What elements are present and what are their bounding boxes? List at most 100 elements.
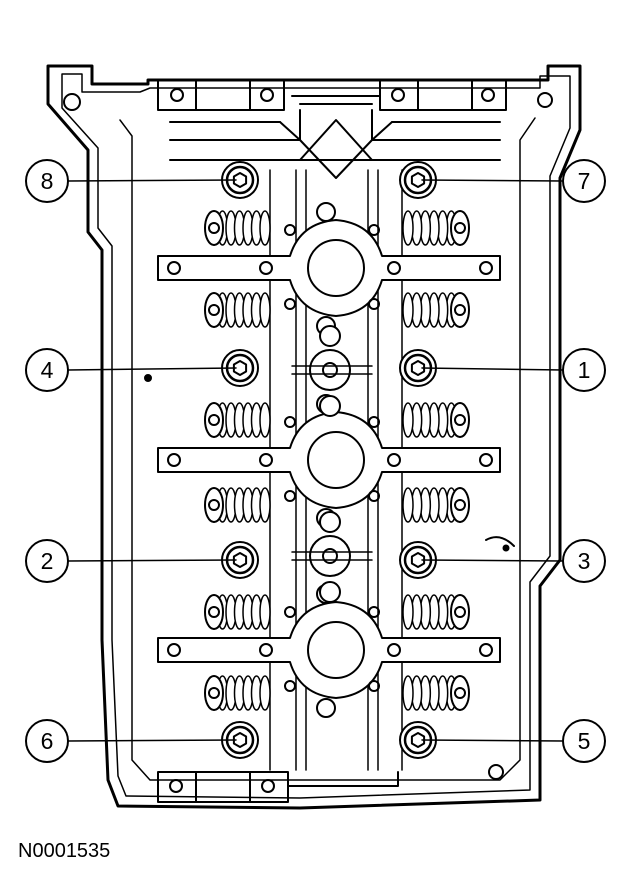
cap-dowel bbox=[368, 416, 380, 428]
spring-coil bbox=[402, 402, 414, 438]
cap-bolt-hole bbox=[387, 453, 401, 467]
cap-dowel bbox=[368, 680, 380, 692]
callout-circle bbox=[25, 719, 69, 763]
cap-bolt-hole bbox=[167, 261, 181, 275]
center-plugs bbox=[291, 325, 373, 603]
plug-small bbox=[319, 325, 341, 347]
callout-number: 8 bbox=[41, 168, 54, 194]
callout-circle bbox=[562, 159, 606, 203]
plug-small bbox=[319, 395, 341, 417]
end-cap-blocks bbox=[157, 79, 507, 803]
gallery-plug bbox=[316, 202, 336, 222]
callout-circle bbox=[25, 348, 69, 392]
valve-stem bbox=[454, 687, 466, 699]
valve-spring bbox=[204, 292, 271, 328]
callout-5: 5 bbox=[421, 719, 606, 763]
callout-circle bbox=[562, 348, 606, 392]
valve-stem bbox=[454, 606, 466, 618]
callout-number: 1 bbox=[578, 357, 591, 383]
spring-retainer bbox=[450, 402, 470, 438]
valve-stem bbox=[454, 414, 466, 426]
callout-8: 8 bbox=[25, 159, 237, 203]
cap-dowel bbox=[284, 606, 296, 618]
bolt-hex bbox=[232, 172, 248, 188]
cap-bolt-hole bbox=[387, 261, 401, 275]
callout-3: 3 bbox=[421, 539, 606, 583]
callout-number: 7 bbox=[578, 168, 591, 194]
bearing-cap bbox=[157, 584, 501, 718]
plug-small bbox=[319, 581, 341, 603]
plug-inner bbox=[322, 362, 338, 378]
spring-retainer bbox=[450, 487, 470, 523]
spring-retainer bbox=[204, 594, 224, 630]
callout-4: 4 bbox=[25, 348, 237, 392]
valve-stem bbox=[208, 606, 220, 618]
spring-retainer bbox=[204, 487, 224, 523]
valve-spring bbox=[402, 594, 470, 630]
callout-leader bbox=[421, 559, 564, 562]
valve-spring bbox=[402, 292, 470, 328]
callout-leader bbox=[421, 739, 564, 742]
center-plug bbox=[291, 511, 373, 603]
callout-number: 3 bbox=[578, 548, 591, 574]
callout-7: 7 bbox=[421, 159, 606, 203]
callout-leader bbox=[67, 179, 237, 182]
valve-spring bbox=[204, 487, 271, 523]
callout-number: 6 bbox=[41, 728, 54, 754]
cap-bolt-hole bbox=[259, 643, 273, 657]
spring-coil bbox=[259, 594, 271, 630]
spring-coil bbox=[402, 210, 414, 246]
camshaft-bore bbox=[307, 239, 365, 297]
bolt-hex bbox=[410, 172, 426, 188]
cap-dowel bbox=[368, 490, 380, 502]
cap-bolt-hole bbox=[479, 643, 493, 657]
callout-leader bbox=[421, 179, 564, 182]
cap-bolt-hole bbox=[167, 643, 181, 657]
figure-id-label: N0001535 bbox=[18, 840, 111, 862]
valve-stem bbox=[208, 222, 220, 234]
valve-springs bbox=[204, 210, 470, 711]
spring-retainer bbox=[450, 292, 470, 328]
callout-circle bbox=[562, 539, 606, 583]
cap-dowel bbox=[284, 680, 296, 692]
callout-leader bbox=[67, 739, 237, 742]
spring-retainer bbox=[204, 402, 224, 438]
callout-6: 6 bbox=[25, 719, 237, 763]
bearing-cap bbox=[157, 394, 501, 528]
valve-stem bbox=[208, 687, 220, 699]
plug-outer bbox=[309, 349, 351, 391]
cap-bolt-hole bbox=[259, 261, 273, 275]
head-bolt bbox=[399, 721, 437, 759]
cap-dowel bbox=[284, 490, 296, 502]
spring-retainer bbox=[450, 210, 470, 246]
spring-coil bbox=[259, 487, 271, 523]
callout-leader bbox=[67, 559, 237, 562]
head-bolt bbox=[399, 349, 437, 387]
valve-stem bbox=[208, 499, 220, 511]
head-bolt bbox=[221, 721, 259, 759]
cap-bolt-hole bbox=[387, 643, 401, 657]
callout-1: 1 bbox=[421, 348, 606, 392]
cap-dowel bbox=[284, 416, 296, 428]
valve-stem bbox=[208, 304, 220, 316]
valve-stem bbox=[454, 499, 466, 511]
callout-circle bbox=[562, 719, 606, 763]
head-bolt bbox=[221, 161, 259, 199]
plug-outer bbox=[309, 535, 351, 577]
plug-small bbox=[319, 511, 341, 533]
valve-spring bbox=[402, 487, 470, 523]
spring-retainer bbox=[204, 292, 224, 328]
head-casting-outline bbox=[46, 64, 582, 810]
callout-number: 5 bbox=[578, 728, 591, 754]
bolt-hex bbox=[232, 732, 248, 748]
bolt-hex bbox=[410, 732, 426, 748]
valve-spring bbox=[402, 402, 470, 438]
cap-bolt-hole bbox=[167, 453, 181, 467]
valve-spring bbox=[204, 210, 271, 246]
valve-spring bbox=[204, 402, 271, 438]
gallery-plug bbox=[316, 698, 336, 718]
cap-dowel bbox=[368, 224, 380, 236]
spring-coil bbox=[259, 675, 271, 711]
callout-leader bbox=[67, 367, 237, 371]
